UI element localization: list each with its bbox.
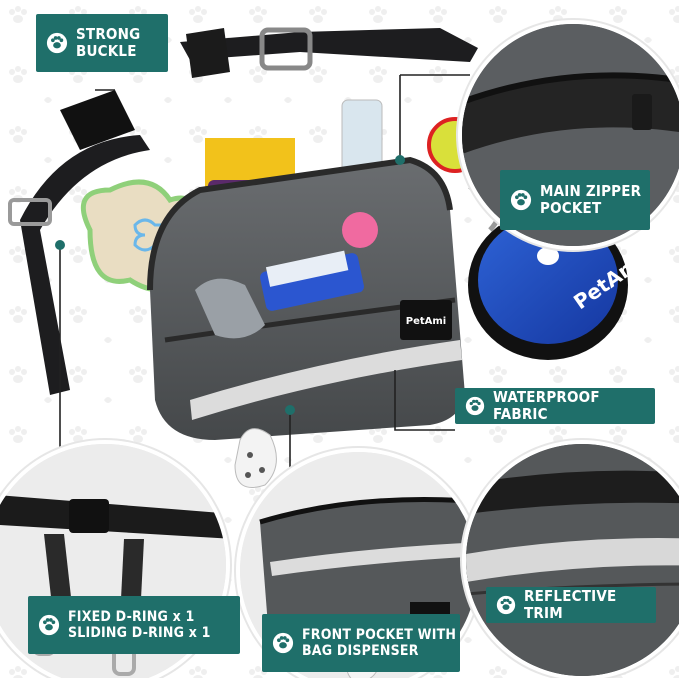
callout-text: FRONT POCKET WITH	[302, 626, 457, 643]
callout-text: REFLECTIVE TRIM	[524, 586, 617, 622]
belt-strap-left	[20, 135, 150, 395]
callout-waterproof-fabric: WATERPROOF FABRIC	[455, 388, 655, 424]
callout-text: STRONG	[76, 24, 141, 43]
callout-strong-buckle: STRONG BUCKLE	[36, 14, 168, 72]
d-ring-top	[259, 27, 313, 71]
callout-front-pocket: FRONT POCKET WITH BAG DISPENSER	[262, 614, 460, 672]
pink-ball-toy	[342, 212, 378, 248]
callout-d-rings: FIXED D-RING x 1 SLIDING D-RING x 1	[28, 596, 240, 654]
paw-icon	[465, 396, 485, 416]
callout-text: BAG DISPENSER	[302, 643, 419, 659]
waste-bag	[234, 428, 277, 488]
callout-text: MAIN ZIPPER	[540, 181, 642, 200]
paw-icon	[38, 614, 60, 636]
buckle-female	[60, 90, 135, 150]
callout-text: BUCKLE	[76, 42, 137, 60]
inset-reflective-trim	[462, 440, 679, 678]
belt-strap-top	[180, 28, 478, 62]
callout-reflective-trim: REFLECTIVE TRIM	[486, 587, 656, 623]
poop-scooper	[195, 278, 265, 339]
buckle-male	[186, 28, 230, 78]
paw-icon	[496, 595, 516, 615]
paw-icon	[46, 32, 68, 54]
paw-icon	[510, 189, 532, 211]
main-zipper	[147, 156, 453, 291]
reflective-stripe	[190, 340, 462, 420]
svg-text:PetAmi: PetAmi	[406, 316, 446, 327]
callout-text: POCKET	[540, 199, 602, 217]
callout-main-zipper-pocket: MAIN ZIPPER POCKET	[500, 170, 650, 230]
petami-label	[400, 300, 452, 340]
strap-adjuster	[8, 198, 52, 226]
paw-icon	[272, 632, 294, 654]
callout-text: FIXED D-RING x 1	[68, 608, 195, 625]
callout-text: WATERPROOF FABRIC	[493, 387, 600, 423]
callout-text: SLIDING D-RING x 1	[68, 625, 211, 641]
leader-lines	[59, 74, 470, 470]
